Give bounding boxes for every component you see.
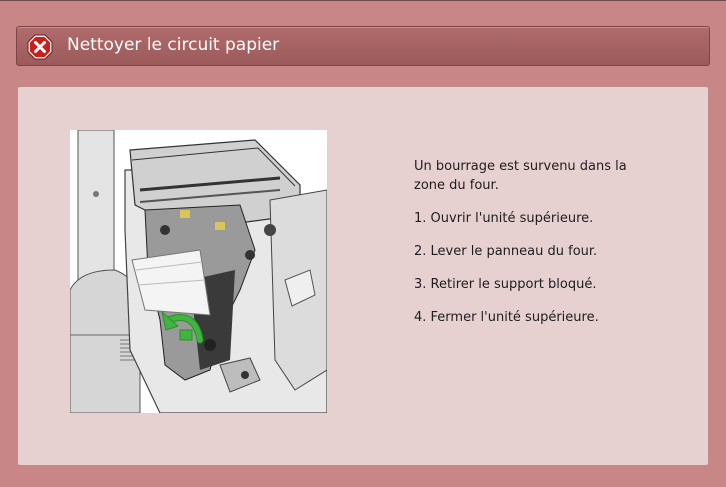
stop-error-icon [27,34,53,60]
instruction-text: Un bourrage est survenu dans la zone du … [414,157,684,341]
step-2: 2. Lever le panneau du four. [414,244,598,259]
step-3: 3. Retirer le support bloqué. [414,277,597,292]
step-1: 1. Ouvrir l'unité supérieure. [414,211,594,226]
dialog-titlebar: Nettoyer le circuit papier [16,26,710,66]
dialog-title: Nettoyer le circuit papier [67,35,280,55]
content-panel: Un bourrage est survenu dans la zone du … [17,86,709,466]
printer-fuser-jam-illustration [70,130,327,413]
printer-diagram [70,130,327,413]
step-4: 4. Fermer l'unité supérieure. [414,310,599,325]
jam-message: Un bourrage est survenu dans la zone du … [414,159,627,193]
